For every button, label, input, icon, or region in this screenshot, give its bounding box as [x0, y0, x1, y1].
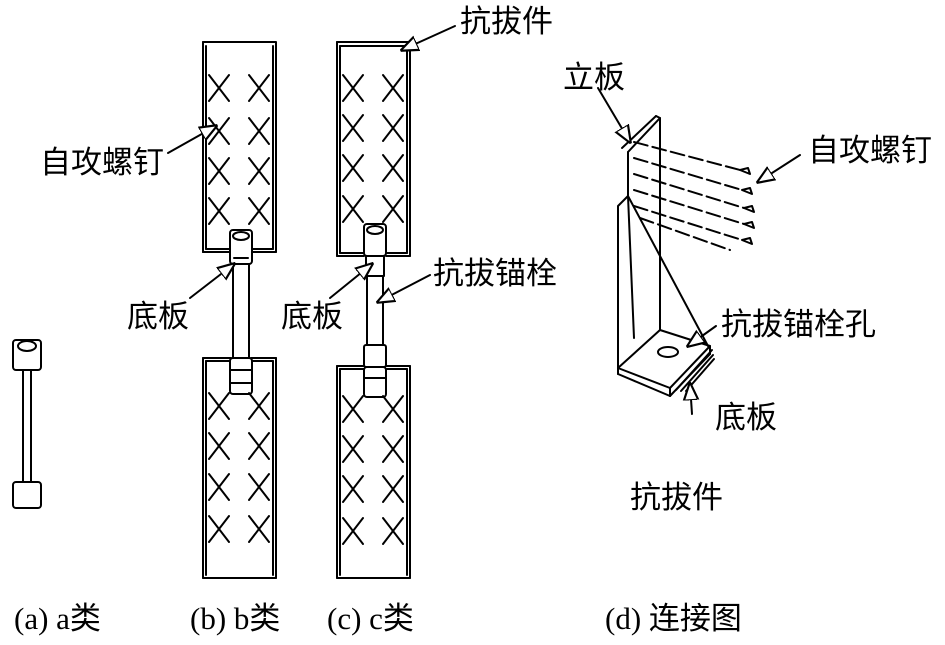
holddown-c-bottom	[336, 365, 411, 579]
screw-marks-b-top	[208, 74, 270, 225]
anchor-bolt-c	[363, 223, 387, 368]
base-plate-label-c: 底板	[281, 299, 343, 334]
base-plate-label-b: 底板	[127, 299, 189, 334]
caption-a: (a) a类	[14, 601, 101, 636]
anchor-bolt-hole-label: 抗拔锚栓孔	[721, 307, 876, 342]
holddown-b-bottom	[202, 357, 277, 579]
holddown-label-d: 抗拔件	[630, 480, 723, 515]
holddown-c-top	[336, 41, 411, 257]
anchor-bolt-label: 抗拔锚栓	[433, 256, 557, 291]
tapping-screw-label-right: 自攻螺钉	[808, 133, 932, 168]
screw-marks-c-top	[342, 74, 404, 223]
holddown-label-top: 抗拔件	[460, 4, 553, 39]
screw-marks-b-bottom	[208, 392, 270, 543]
tapping-screws-d	[633, 141, 755, 251]
screw-marks-c-bottom	[342, 395, 404, 545]
holddown-b-top	[202, 41, 277, 253]
tapping-screw-label-left: 自攻螺钉	[40, 145, 164, 180]
anchor-bolt-a	[12, 339, 42, 509]
holddown-d-body	[617, 115, 715, 397]
base-plate-label-d: 底板	[715, 400, 777, 435]
vertical-plate-label: 立板	[563, 60, 625, 95]
caption-b: (b) b类	[190, 601, 281, 636]
leader-lines	[167, 25, 801, 415]
caption-c: (c) c类	[327, 601, 414, 636]
anchor-bolt-b	[229, 229, 253, 359]
caption-d: (d) 连接图	[605, 601, 742, 636]
